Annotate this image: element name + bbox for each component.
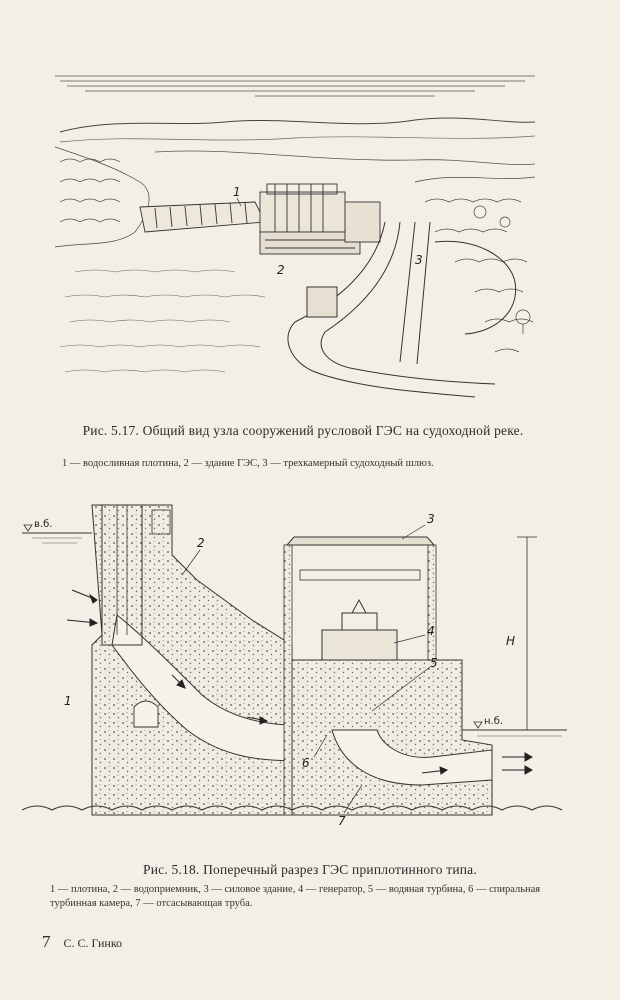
power-house <box>259 183 381 255</box>
draft-tube <box>331 729 493 786</box>
riverbed-rock <box>22 805 563 811</box>
page-footer: 7 С. С. Гинко <box>42 932 122 952</box>
far-hills <box>59 117 536 133</box>
power-house-substructure <box>291 659 493 816</box>
tailwater-ripples <box>59 269 266 373</box>
figure1-label-3: 3 <box>415 253 423 267</box>
dam-body <box>91 504 293 816</box>
figure2-label-5: 5 <box>430 656 438 670</box>
figure2-label-2: 2 <box>197 536 205 550</box>
power-house-roof <box>285 536 436 546</box>
figure1-label-1: 1 <box>233 185 241 199</box>
upper-level-label: в.б. <box>34 519 52 530</box>
sky-hatching <box>55 75 535 97</box>
reservoir-shore <box>154 150 536 166</box>
figure-5-17-legend: 1 — водосливная плотина, 2 — здание ГЭС,… <box>62 458 434 469</box>
figure-5-18-illustration: в.б. н.б. <box>22 495 567 840</box>
figure-5-17-caption: Рис. 5.17. Общий вид узла сооружений рус… <box>82 423 524 438</box>
flow-arrows <box>66 589 534 775</box>
figure1-label-2: 2 <box>277 263 285 277</box>
figure2-label-6: 6 <box>302 756 310 770</box>
figure-5-18-caption: Рис. 5.18. Поперечный разрез ГЭС приплот… <box>143 862 477 877</box>
generator <box>321 629 398 661</box>
upper-level-marker-icon <box>23 524 33 532</box>
left-shore-vegetation <box>55 146 150 248</box>
spillway-dam <box>139 201 266 233</box>
author-name: С. С. Гинко <box>63 936 123 950</box>
figure-5-17-illustration: 1 2 3 <box>55 72 540 402</box>
dam-gallery <box>133 700 159 728</box>
figure2-label-1: 1 <box>64 694 72 708</box>
figure2-label-3: 3 <box>427 512 435 526</box>
lower-level-marker-icon <box>473 721 483 729</box>
lower-level-label: н.б. <box>484 716 503 727</box>
figure2-label-7: 7 <box>338 814 346 828</box>
hpp-general-view-drawing: 1 2 3 <box>55 75 536 398</box>
water-intake <box>101 504 143 646</box>
hpp-cross-section-drawing: в.б. н.б. <box>22 504 567 828</box>
page-number: 7 <box>42 932 51 951</box>
figure2-label-4: 4 <box>427 624 435 638</box>
navigation-lock <box>287 221 517 398</box>
figure-5-18-legend: 1 — плотина, 2 — водоприемник, 3 — силов… <box>50 884 541 909</box>
head-label: H <box>506 634 515 648</box>
right-shore-hills <box>414 176 536 353</box>
crane-beam <box>299 569 421 581</box>
